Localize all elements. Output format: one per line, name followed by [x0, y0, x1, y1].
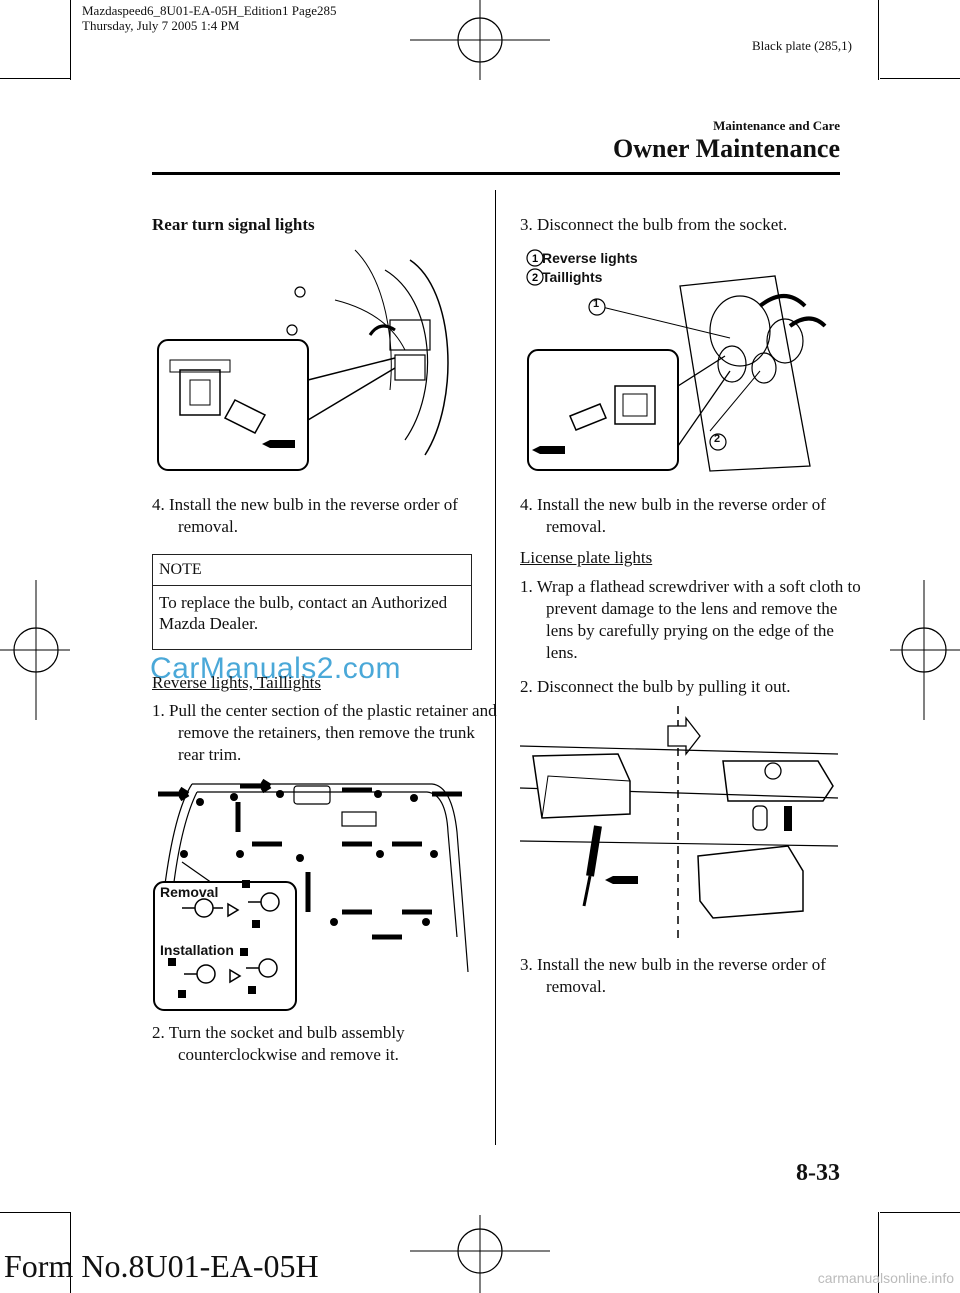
note-text: To replace the bulb, contact an Authoriz… [159, 593, 448, 633]
header-rule [152, 172, 840, 175]
page-number: 8-33 [796, 1160, 840, 1186]
footer-site-watermark: carmanualsonline.info [817, 1270, 954, 1286]
crop-mark [70, 0, 71, 80]
crop-mark [70, 1212, 71, 1293]
left-step1: 1. Pull the center section of the plasti… [152, 701, 497, 764]
figure-label-installation: Installation [160, 942, 234, 958]
print-meta-line1: Mazdaspeed6_8U01-EA-05H_Edition1 Page285 [82, 3, 337, 18]
callout-2: 2 [714, 433, 721, 445]
column-divider [495, 190, 496, 1145]
crop-mark [878, 1212, 879, 1293]
license-plate-light-figure [519, 706, 839, 944]
left-step4: 4. Install the new bulb in the reverse o… [152, 495, 458, 536]
legend-reverse-lights: Reverse lights [542, 250, 638, 266]
lp-step3: 3. Install the new bulb in the reverse o… [520, 955, 826, 996]
right-step3: 3. Disconnect the bulb from the socket. [520, 215, 788, 234]
license-plate-heading: License plate lights [520, 548, 653, 567]
black-plate-label: Black plate (285,1) [752, 38, 852, 53]
crop-mark [878, 0, 879, 80]
form-number: Form No.8U01-EA-05H [4, 1248, 319, 1284]
rear-turn-heading: Rear turn signal lights [152, 215, 315, 234]
registration-target-icon [0, 580, 70, 720]
figure-label-removal: Removal [160, 884, 219, 900]
crop-mark [880, 1212, 960, 1213]
watermark: CarManuals2.com [150, 652, 401, 685]
lp-step2: 2. Disconnect the bulb by pulling it out… [520, 677, 791, 696]
svg-text:1: 1 [532, 253, 538, 265]
note-label: NOTE [153, 555, 471, 586]
section-title: Maintenance and Care [713, 118, 840, 133]
reverse-taillight-figure: 1 2 [526, 249, 827, 472]
registration-target-icon [410, 1215, 550, 1293]
trunk-trim-figure [153, 778, 469, 1011]
callout-1: 1 [593, 298, 600, 310]
legend-taillights: Taillights [542, 269, 603, 285]
crop-mark [0, 78, 70, 79]
note-box: NOTE To replace the bulb, contact an Aut… [152, 554, 472, 650]
registration-target-icon [410, 0, 550, 80]
reverse-lights-heading: Reverse lights, Taillights [152, 673, 321, 692]
print-meta-line2: Thursday, July 7 2005 1:4 PM [82, 18, 240, 33]
right-step4: 4. Install the new bulb in the reverse o… [520, 495, 826, 536]
left-step2: 2. Turn the socket and bulb assembly cou… [152, 1023, 405, 1064]
crop-mark [880, 78, 960, 79]
svg-text:2: 2 [532, 272, 538, 284]
rear-turn-signal-figure [157, 249, 449, 471]
registration-target-icon [890, 580, 960, 720]
chapter-title: Owner Maintenance [613, 134, 840, 163]
lp-step1: 1. Wrap a flathead screwdriver with a so… [520, 577, 861, 662]
crop-mark [0, 1212, 70, 1213]
